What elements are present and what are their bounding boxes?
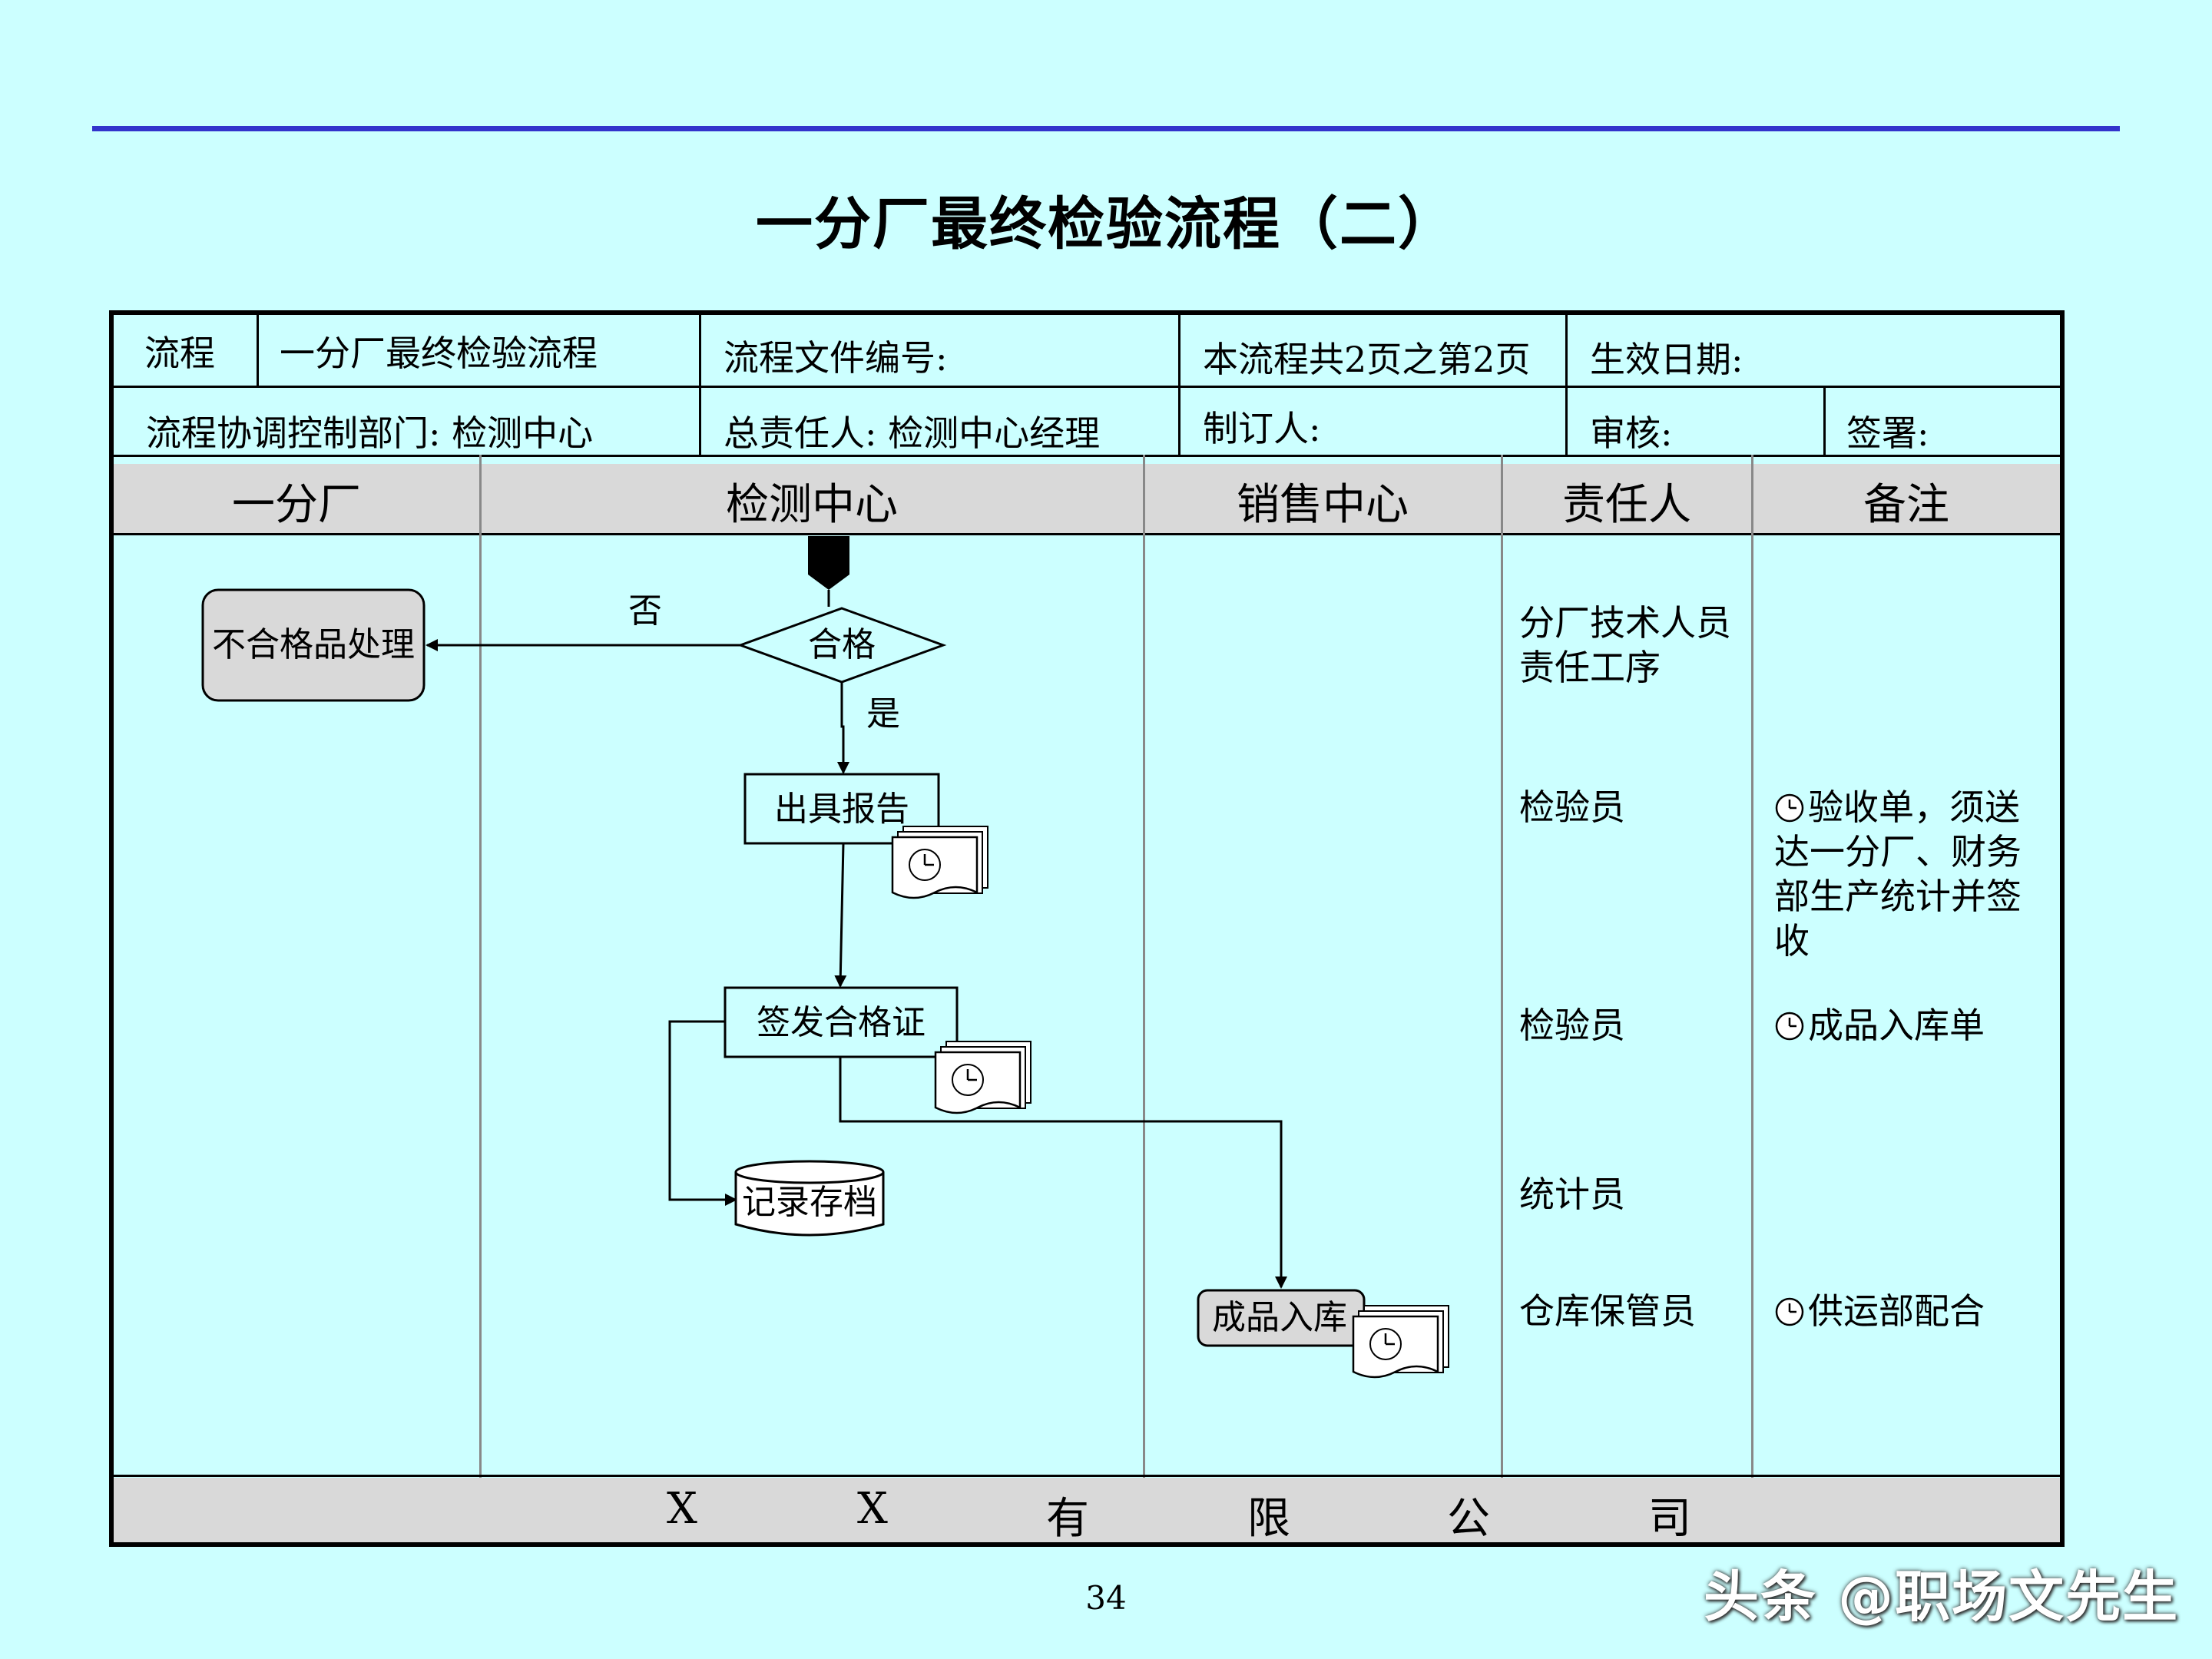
top-rule xyxy=(92,126,2120,131)
responsible-3: 检验员 xyxy=(1519,1005,1625,1046)
footer-char: 公 xyxy=(1447,1494,1490,1544)
footer-char: 有 xyxy=(1046,1494,1089,1544)
page-count: 本流程共2页之第2页 xyxy=(1203,339,1531,380)
page-number: 34 xyxy=(1085,1579,1127,1617)
header-divider xyxy=(1565,315,1568,455)
author-label: 制订人: xyxy=(1203,408,1321,449)
note-clock-icon xyxy=(1775,793,1804,823)
footer-char: 司 xyxy=(1648,1494,1691,1544)
yes-arrow xyxy=(837,682,849,774)
header-divider xyxy=(699,315,701,455)
yes-label: 是 xyxy=(866,694,900,733)
watermark: 头条 @职场文先生 xyxy=(1704,1565,2180,1629)
process-table xyxy=(109,310,2065,1547)
responsible-1b: 责任工序 xyxy=(1519,647,1661,688)
responsible-2: 检验员 xyxy=(1519,786,1625,828)
warehouse-label: 成品入库 xyxy=(1212,1298,1347,1337)
header-divider xyxy=(257,315,259,386)
header-bottom-divider xyxy=(114,455,2060,457)
no-label: 否 xyxy=(628,591,662,631)
archive-cylinder xyxy=(734,1172,885,1237)
owner-label: 总责任人: 检测中心经理 xyxy=(724,412,1101,454)
footer-bar xyxy=(114,1478,2060,1542)
archive-label: 记录存档 xyxy=(742,1183,877,1222)
note-1c: 部生产统计并签 xyxy=(1774,876,2022,917)
process-label: 流程 xyxy=(144,333,215,374)
reject-label: 不合格品处理 xyxy=(212,625,415,664)
reject-box xyxy=(201,588,426,702)
lane-divider xyxy=(1143,455,1145,1478)
review-label: 审核: xyxy=(1590,412,1673,454)
lane-header-divider xyxy=(114,533,2060,535)
start-connector xyxy=(808,536,849,590)
header-divider xyxy=(1178,315,1181,455)
footer-char: 限 xyxy=(1247,1494,1290,1544)
lane-divider xyxy=(1751,455,1753,1478)
certificate-document-icon xyxy=(934,1040,1032,1114)
warehouse-document-icon xyxy=(1352,1304,1450,1379)
lane-header-inspection: 检测中心 xyxy=(726,480,898,530)
lane-header-sales: 销售中心 xyxy=(1237,480,1409,530)
note-1b: 达一分厂、财务 xyxy=(1774,831,2022,873)
lane-header-factory: 一分厂 xyxy=(232,480,361,530)
responsible-1a: 分厂技术人员 xyxy=(1519,602,1731,644)
responsible-5: 仓库保管员 xyxy=(1519,1290,1696,1332)
footer-char: X xyxy=(857,1484,888,1534)
note-clock-icon xyxy=(1775,1297,1804,1326)
lane-header-responsible: 责任人 xyxy=(1562,480,1691,530)
sign-label: 签署: xyxy=(1846,412,1929,454)
note-clock-icon xyxy=(1775,1012,1804,1041)
lane-header-notes: 备注 xyxy=(1863,480,1949,530)
report-label: 出具报告 xyxy=(774,790,909,829)
dept-label: 流程协调控制部门: 检测中心 xyxy=(146,412,594,454)
cert-to-archive-arrow xyxy=(668,1020,737,1206)
doc-number-label: 流程文件编号: xyxy=(724,337,948,379)
certificate-box xyxy=(724,986,959,1058)
footer-char: X xyxy=(667,1484,697,1534)
header-row-divider xyxy=(114,386,2060,388)
decision-label: 合格 xyxy=(808,625,876,664)
lane-divider xyxy=(1501,455,1503,1478)
lane-divider xyxy=(479,455,482,1478)
report-document-icon xyxy=(891,825,989,899)
note-2: 成品入库单 xyxy=(1808,1005,1985,1046)
effective-date-label: 生效日期: xyxy=(1590,339,1743,380)
note-1d: 收 xyxy=(1774,920,1810,962)
note-1a: 验收单，须送 xyxy=(1808,786,2020,828)
cert-to-warehouse-arrow xyxy=(839,1057,1287,1289)
lane-header-row xyxy=(114,464,2060,535)
header-divider xyxy=(1823,386,1826,455)
process-name: 一分厂最终检验流程 xyxy=(280,333,598,374)
report-to-cert-arrow xyxy=(834,843,847,988)
responsible-4: 统计员 xyxy=(1519,1174,1625,1215)
certificate-label: 签发合格证 xyxy=(757,1003,926,1042)
note-3: 供运部配合 xyxy=(1808,1290,1985,1332)
page-title: 一分厂最终检验流程（二） xyxy=(756,191,1456,257)
footer-divider xyxy=(114,1475,2060,1477)
